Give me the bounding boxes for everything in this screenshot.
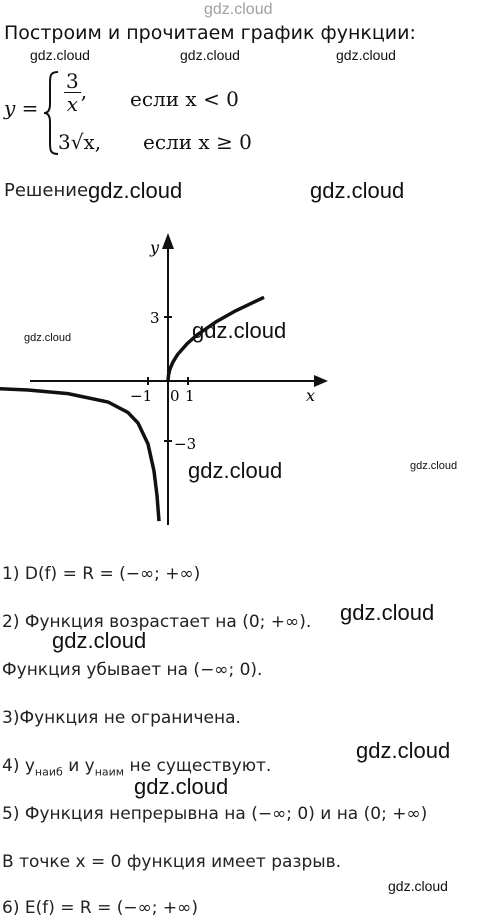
function-graph: y x 3 −3 −1 0 1 [0,233,328,525]
watermark: gdz.cloud [336,47,396,63]
watermark: gdz.cloud [188,458,283,483]
watermark: gdz.cloud [192,318,287,343]
item-unbounded: 3)Функция не ограничена. [2,708,241,728]
curve-positive-branch [166,295,265,382]
item-domain: 1) D(f) = R = (−∞; +∞) [2,564,201,584]
watermark: gdz.cloud [30,47,90,63]
watermark: gdz.cloud [356,738,451,763]
solution-label: Решение [4,180,89,201]
watermark: gdz.cloud [88,178,183,203]
curve-negative-branch [0,386,161,522]
watermark: gdz.cloud [134,774,229,799]
watermark: gdz.cloud [180,47,240,63]
watermark-top: gdz.cloud [204,1,273,18]
y-axis-label: y [149,238,160,257]
brace-icon [43,71,59,155]
y-axis [162,233,174,525]
item-range: 6) E(f) = R = (−∞; +∞) [2,898,198,918]
tick-label-1: 1 [185,387,195,405]
watermark: gdz.cloud [340,600,435,625]
tick-label-3: 3 [150,309,160,327]
watermark: gdz.cloud [388,878,448,894]
item-increasing: 2) Функция возрастает на (0; +∞). [2,612,312,632]
watermark: gdz.cloud [24,332,72,344]
watermark: gdz.cloud [52,628,147,653]
item-extrema: 4) yнаиб и yнаим не существуют. [2,756,272,779]
case2-expression: 3√x, [58,130,102,154]
intro-text: Построим и прочитаем график функции: [4,22,416,44]
watermark: gdz.cloud [310,178,405,203]
tick-label-0: 0 [170,387,180,405]
case1-condition: если x < 0 [130,87,239,111]
tick-label-neg3: −3 [174,435,196,453]
case2-condition: если x ≥ 0 [143,130,252,154]
x-axis-label: x [306,386,315,405]
item-decreasing: Функция убывает на (−∞; 0). [2,660,263,680]
item-continuity: 5) Функция непрерывна на (−∞; 0) и на (0… [2,804,428,824]
function-lhs: y = [4,96,39,120]
tick-label-neg1: −1 [130,387,152,405]
x-axis [30,375,328,387]
item-discontinuity: В точке x = 0 функция имеет разрыв. [2,852,342,872]
watermark: gdz.cloud [410,460,458,472]
